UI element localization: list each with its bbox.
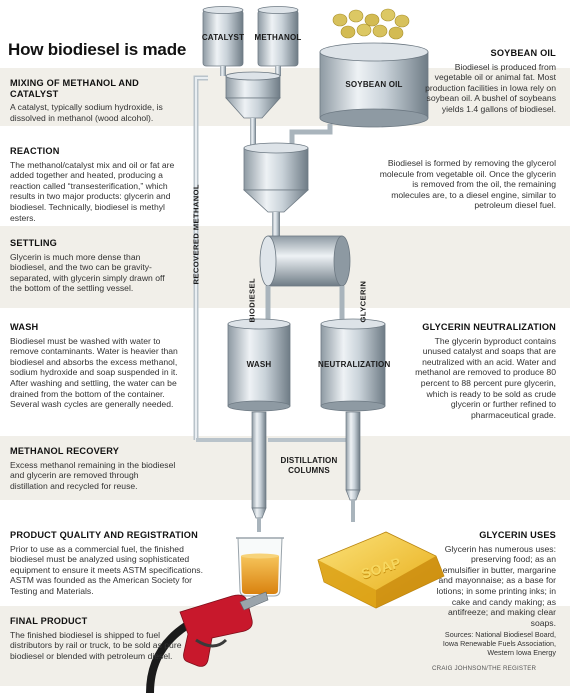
distillation-column-right	[345, 411, 361, 522]
section-glycerin-uses: GLYCERIN USES Glycerin has numerous uses…	[436, 530, 556, 628]
wash-heading: WASH	[10, 322, 39, 332]
reaction-text: The methanol/catalyst mix and oil or fat…	[10, 159, 175, 223]
catalyst-label: CATALYST	[201, 33, 245, 42]
wash-label: WASH	[246, 360, 272, 369]
methanol-label: METHANOL	[254, 33, 302, 42]
mixing-tank	[225, 71, 281, 148]
page-title: How biodiesel is made	[8, 40, 187, 59]
quality-heading: PRODUCT QUALITY AND REGISTRATION	[10, 530, 198, 540]
section-settling: SETTLING Glycerin is much more dense tha…	[10, 238, 178, 294]
settling-text: Glycerin is much more dense than biodies…	[10, 251, 165, 294]
recovery-text: Excess methanol remaining in the biodies…	[10, 459, 176, 491]
section-soybean-oil: SOYBEAN OIL Biodiesel is produced from v…	[424, 48, 556, 115]
band-mixing	[0, 68, 570, 126]
glycerin-uses-text: Glycerin has numerous uses: preserving f…	[436, 543, 556, 628]
settling-tank	[259, 235, 351, 287]
beaker-icon	[236, 537, 284, 597]
distillation-label: DISTILLATION	[280, 456, 338, 465]
settling-heading: SETTLING	[10, 238, 58, 248]
wash-text: Biodiesel must be washed with water to r…	[10, 335, 178, 410]
final-text: The finished biodiesel is shipped to fue…	[10, 629, 182, 661]
section-quality: PRODUCT QUALITY AND REGISTRATION Prior t…	[10, 530, 214, 597]
quality-text: Prior to use as a commercial fuel, the f…	[10, 543, 203, 596]
soybean-oil-tank	[289, 42, 429, 150]
soybean-text: Biodiesel is produced from vegetable oil…	[425, 61, 556, 114]
section-mixing: MIXING OF METHANOL AND CATALYST A cataly…	[10, 78, 178, 123]
soap-bar-icon	[317, 531, 445, 609]
neutralization-tank	[320, 318, 386, 412]
soybeans	[332, 8, 410, 40]
distillation-column-left	[251, 411, 267, 532]
glycerin-uses-heading: GLYCERIN USES	[479, 530, 556, 540]
section-reaction: REACTION The methanol/catalyst mix and o…	[10, 146, 178, 223]
final-heading: FINAL PRODUCT	[10, 616, 88, 626]
neutralization-label: NEUTRALIZATION	[318, 360, 391, 369]
band-final	[0, 606, 570, 686]
section-recovery: METHANOL RECOVERY Excess methanol remain…	[10, 446, 178, 491]
sources-text: Sources: National Biodiesel Board, Iowa …	[442, 630, 556, 657]
neutralization-text: The glycerin byproduct contains unused c…	[415, 335, 556, 420]
section-neutralization: GLYCERIN NEUTRALIZATION The glycerin byp…	[406, 322, 556, 420]
glycerol-text: Biodiesel is formed by removing the glyc…	[379, 158, 556, 211]
soybean-heading: SOYBEAN OIL	[490, 48, 556, 58]
section-glycerol: Biodiesel is formed by removing the glyc…	[376, 158, 556, 211]
mixing-text: A catalyst, typically sodium hydroxide, …	[10, 102, 163, 123]
recovery-heading: METHANOL RECOVERY	[10, 446, 120, 456]
methanol-tank	[257, 6, 299, 76]
reaction-heading: REACTION	[10, 146, 60, 156]
mixing-heading: MIXING OF METHANOL AND CATALYST	[10, 78, 139, 99]
section-wash: WASH Biodiesel must be washed with water…	[10, 322, 178, 410]
soybean-oil-label: SOYBEAN OIL	[345, 80, 403, 89]
reactor-tank	[242, 142, 310, 238]
catalyst-tank	[202, 6, 244, 76]
credit-text: CRAIG JOHNSON/THE REGISTER	[432, 665, 537, 672]
recovered-methanol-label: RECOVERED METHANOL	[191, 184, 201, 285]
columns-label: COLUMNS	[288, 466, 330, 475]
wash-tank	[227, 318, 291, 412]
biodiesel-label: BIODIESEL	[247, 277, 257, 323]
glycerin-label: GLYCERIN	[358, 280, 368, 323]
fuel-nozzle-icon	[146, 591, 269, 693]
section-final: FINAL PRODUCT The finished biodiesel is …	[10, 616, 190, 661]
neutralization-heading: GLYCERIN NEUTRALIZATION	[422, 322, 556, 332]
band-recovery	[0, 436, 570, 500]
